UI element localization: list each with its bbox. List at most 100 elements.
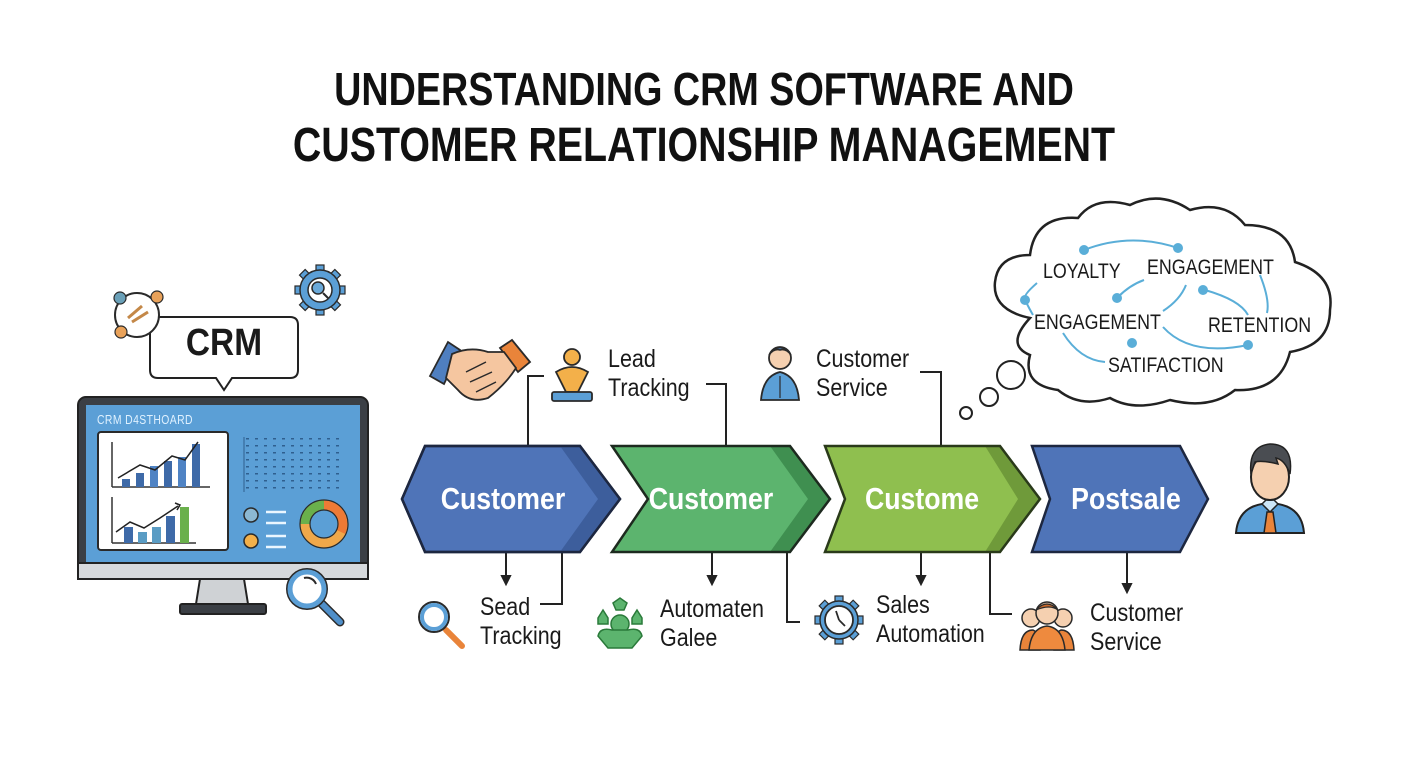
grid-dot [282,452,285,454]
grid-dot [264,473,267,475]
grid-dot [336,445,339,447]
grid-dot [336,480,339,482]
bar [166,516,175,543]
grid-dot [264,438,267,440]
grid-dot [291,466,294,468]
bar [192,444,200,487]
grid-dot [273,452,276,454]
grid-dot [309,445,312,447]
grid-dot [246,459,249,461]
grid-dot [273,445,276,447]
lead-person-icon [551,348,593,402]
grid-dot [264,487,267,489]
grid-dot [327,466,330,468]
cloud-word-engagement-top: ENGAGEMENT [1147,256,1274,279]
grid-dot [291,452,294,454]
grid-dot [282,466,285,468]
grid-dot [309,452,312,454]
grid-dot [264,480,267,482]
grid-dot [318,480,321,482]
grid-dot [336,466,339,468]
bar [164,461,172,487]
grid-dot [300,487,303,489]
grid-dot [336,459,339,461]
grid-dot [291,438,294,440]
label-line: Automation [876,620,985,648]
grid-dot [309,480,312,482]
crm-bubble-label: CRM [185,322,263,364]
clock-gear-icon [814,595,864,645]
grid-dot [300,445,303,447]
stage-2-label: Customer [648,481,774,516]
grid-dot [336,452,339,454]
grid-dot [282,487,285,489]
bar [178,457,186,487]
pipeline-stage-1[interactable] [400,444,622,554]
stage-1-label: Customer [440,481,566,516]
grid-dot [282,459,285,461]
pipeline-stage-4[interactable] [1030,444,1210,554]
grid-dot [246,438,249,440]
grid-dot [327,480,330,482]
grid-dot [300,473,303,475]
grid-dot [264,466,267,468]
cloud-word-retention: RETENTION [1208,314,1312,337]
bar [122,479,130,487]
handshake-icon [428,338,532,401]
grid-dot [282,473,285,475]
bottom-label-automaten-galee: Automaten Galee [660,595,764,653]
grid-dot [255,487,258,489]
bottom-label-sales-automation: Sales Automation [876,591,985,649]
grid-dot [318,445,321,447]
grid-dot [318,452,321,454]
grid-dot [264,459,267,461]
label-line: Lead [608,345,656,373]
label-line: Customer [1090,599,1184,627]
grid-dot [336,473,339,475]
grid-dot [327,438,330,440]
cloud-word-engagement: ENGAGEMENT [1034,311,1161,334]
grid-dot [300,466,303,468]
customers-group-icon [1019,601,1075,651]
grid-dot [273,466,276,468]
grid-dot [273,438,276,440]
grid-dot [264,445,267,447]
grid-dot [318,466,321,468]
grid-dot [282,480,285,482]
bar [180,507,189,543]
grid-dot [327,445,330,447]
grid-dot [273,487,276,489]
grid-dot [291,445,294,447]
grid-dot [309,487,312,489]
label-line: Automaten [660,595,764,623]
bar [150,466,158,487]
grid-dot [246,466,249,468]
gear-search-icon [294,264,346,316]
dashboard-dot-grid [243,437,339,492]
pipeline-stage-3[interactable] [823,444,1042,554]
grid-dot [246,445,249,447]
pipeline-stage-2[interactable] [609,444,832,554]
grid-dot [255,459,258,461]
grid-dot [300,438,303,440]
stage-3-label: Custome [864,481,980,516]
grid-dot [327,473,330,475]
grid-dot [255,438,258,440]
label-line: Sales [876,591,930,619]
grid-dot [309,459,312,461]
grid-dot [300,452,303,454]
bottom-label-customer-service: Customer Service [1090,599,1183,657]
label-line: Tracking [480,622,562,650]
grid-dot [273,459,276,461]
label-line: Service [816,374,888,402]
dashboard-legend [243,507,286,549]
dashboard-chart-panel [97,431,229,551]
grid-dot [291,473,294,475]
grid-dot [291,480,294,482]
connector-lines [500,371,1133,623]
grid-dot [291,487,294,489]
grid-dot [255,445,258,447]
grid-dot [300,480,303,482]
grid-dot [273,473,276,475]
